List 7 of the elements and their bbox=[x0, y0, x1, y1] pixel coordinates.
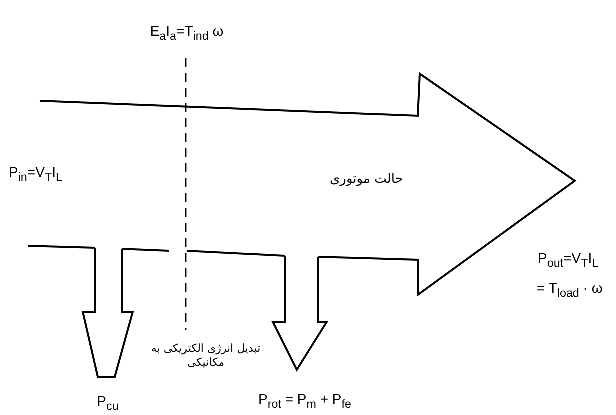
formula-label: P$_{rot}$ = P$_{m}$ + P$_{fe}$ bbox=[258, 391, 352, 413]
formula-label: P$_{in}$=V$_{T}$I$_{L}$ bbox=[9, 164, 62, 186]
formula-label: = T$_{load}$ · ω bbox=[537, 280, 603, 302]
mode-label: حالت موتوری bbox=[330, 172, 404, 188]
formula-label: E$_{a}$I$_{a}$=T$_{ind}$ ω bbox=[150, 23, 224, 45]
formula-label: P$_{cu}$ bbox=[97, 393, 119, 415]
formula-label: P$_{out}$=V$_{T}$I$_{L}$ bbox=[538, 250, 599, 272]
